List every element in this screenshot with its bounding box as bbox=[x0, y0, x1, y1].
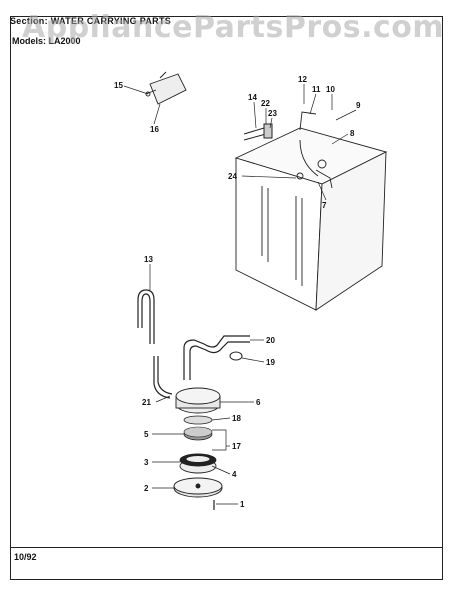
callout-7: 7 bbox=[322, 201, 327, 210]
callout-21: 21 bbox=[142, 398, 151, 407]
section-label: Section: bbox=[10, 16, 48, 26]
callout-24: 24 bbox=[228, 172, 237, 181]
callout-16: 16 bbox=[150, 125, 159, 134]
callout-11: 11 bbox=[312, 85, 321, 94]
housing-3-4 bbox=[179, 453, 217, 474]
base-plate-2 bbox=[173, 477, 223, 498]
callout-19: 19 bbox=[266, 358, 275, 367]
models-value: LA2000 bbox=[48, 36, 81, 46]
callout-23: 23 bbox=[268, 109, 277, 118]
diagram-frame bbox=[10, 16, 443, 580]
callout-12: 12 bbox=[298, 75, 307, 84]
callout-14: 14 bbox=[248, 93, 257, 102]
pump-assembly-6 bbox=[175, 387, 221, 414]
callout-20: 20 bbox=[266, 336, 275, 345]
callout-22: 22 bbox=[261, 99, 270, 108]
callout-17: 17 bbox=[232, 442, 241, 451]
washer-cabinet bbox=[234, 111, 388, 311]
callout-8: 8 bbox=[350, 129, 355, 138]
leader-lines bbox=[123, 84, 357, 505]
callout-9: 9 bbox=[356, 101, 361, 110]
callout-6: 6 bbox=[256, 398, 261, 407]
callout-4: 4 bbox=[232, 470, 237, 479]
models-label: Models: bbox=[12, 36, 47, 46]
bracket-part-16 bbox=[145, 71, 187, 105]
section-title: Section: WATER CARRYING PARTS bbox=[10, 16, 171, 26]
hose-20 bbox=[183, 335, 250, 380]
callout-labels: 15 16 14 22 23 12 11 10 9 8 7 24 13 20 1… bbox=[114, 75, 361, 509]
callout-18: 18 bbox=[232, 414, 241, 423]
seal-18 bbox=[183, 415, 213, 425]
callout-13: 13 bbox=[144, 255, 153, 264]
callout-3: 3 bbox=[144, 458, 149, 467]
footer-date: 10/92 bbox=[14, 552, 37, 562]
pulley-5 bbox=[183, 426, 213, 441]
drain-hose-13 bbox=[137, 289, 155, 344]
hose-21 bbox=[153, 356, 173, 399]
clamp-19 bbox=[229, 351, 243, 361]
callout-10: 10 bbox=[326, 85, 335, 94]
callout-2: 2 bbox=[144, 484, 149, 493]
watermark: AppliancePartsPros.com bbox=[22, 10, 445, 45]
callout-15: 15 bbox=[114, 81, 123, 90]
callout-1: 1 bbox=[240, 500, 245, 509]
models-line: Models: LA2000 bbox=[12, 36, 81, 46]
footer-divider bbox=[10, 547, 443, 548]
callout-5: 5 bbox=[144, 430, 149, 439]
inlet-valves bbox=[243, 123, 273, 141]
section-value: WATER CARRYING PARTS bbox=[50, 16, 172, 26]
